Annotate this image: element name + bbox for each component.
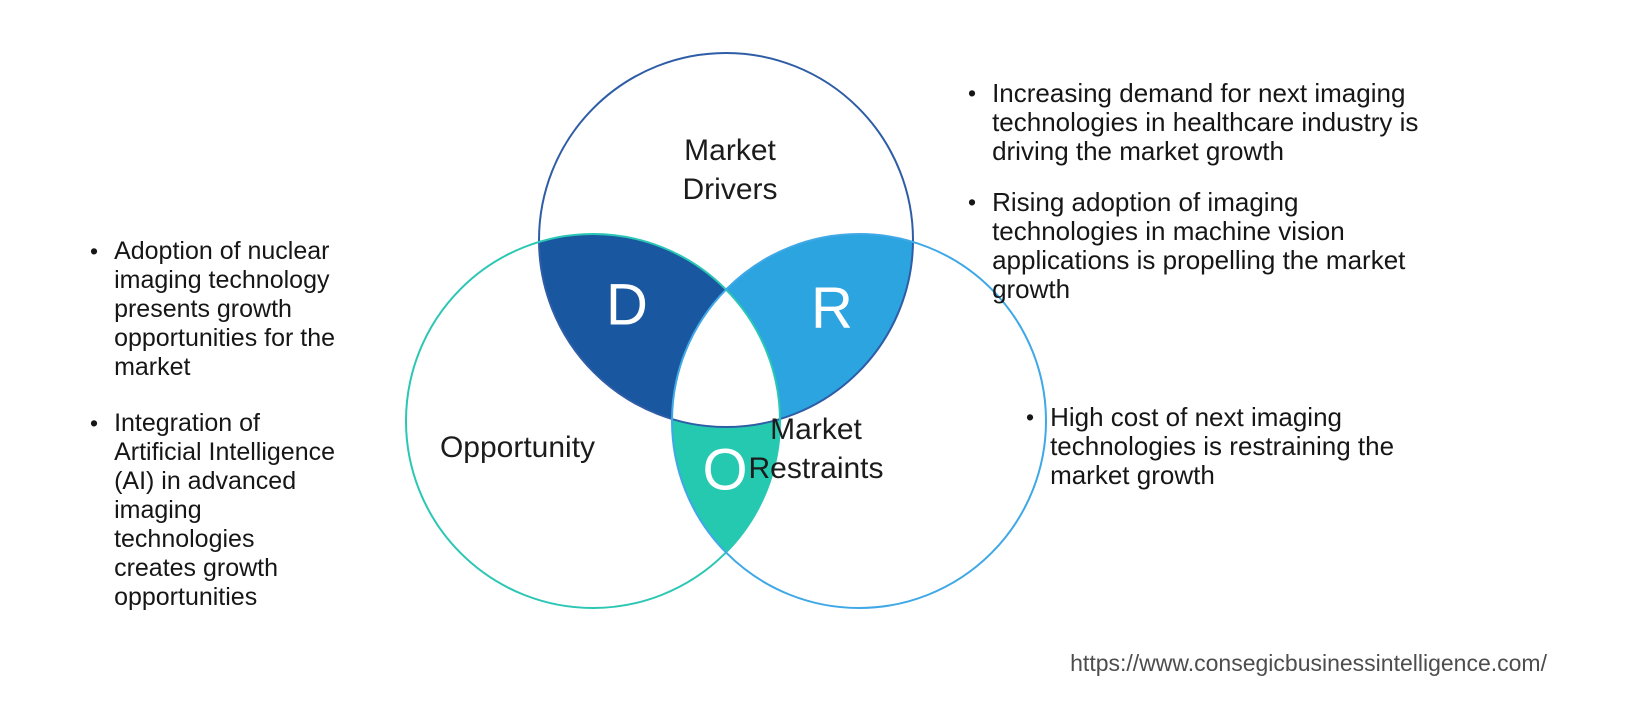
bullet-dot-icon: • xyxy=(968,80,977,106)
bullet-dot-icon: • xyxy=(1026,404,1035,430)
drivers-circle-outline xyxy=(538,52,914,428)
restraints-label: Market Restraints xyxy=(748,413,884,485)
bullet-text: Integration of Artificial Intelligence (… xyxy=(114,409,335,611)
bullet-dot-icon: • xyxy=(90,410,99,436)
restraint-bullet-list: • High cost of next imaging technologies… xyxy=(1026,403,1446,490)
source-url: https://www.consegicbusinessintelligence… xyxy=(1070,650,1547,676)
o-letter: O xyxy=(702,438,747,503)
opportunity-label: Opportunity xyxy=(439,431,596,464)
bullet-dot-icon: • xyxy=(90,238,99,264)
opportunity-circle-outline xyxy=(405,233,781,609)
bullet-item: • Rising adoption of imaging technologie… xyxy=(968,188,1513,304)
restraints-circle-outline xyxy=(671,233,1047,609)
r-letter: R xyxy=(811,276,853,341)
bullet-text: Increasing demand for next imaging techn… xyxy=(992,78,1419,166)
opportunity-bullet-list: • Adoption of nuclear imaging technology… xyxy=(90,237,390,612)
d-letter: D xyxy=(606,273,648,338)
bullet-item: • Increasing demand for next imaging tec… xyxy=(968,79,1513,166)
bullet-dot-icon: • xyxy=(968,189,977,215)
bullet-item: • Adoption of nuclear imaging technology… xyxy=(90,237,390,382)
bullet-text: Adoption of nuclear imaging technology p… xyxy=(114,237,336,381)
bullet-text: High cost of next imaging technologies i… xyxy=(1050,402,1395,490)
bullet-text: Rising adoption of imaging technologies … xyxy=(992,187,1406,304)
bullet-item: • High cost of next imaging technologies… xyxy=(1026,403,1446,490)
driver-bullet-list: • Increasing demand for next imaging tec… xyxy=(968,79,1513,304)
bullet-item: • Integration of Artificial Intelligence… xyxy=(90,409,390,612)
drivers-label: Market Drivers xyxy=(682,134,778,206)
